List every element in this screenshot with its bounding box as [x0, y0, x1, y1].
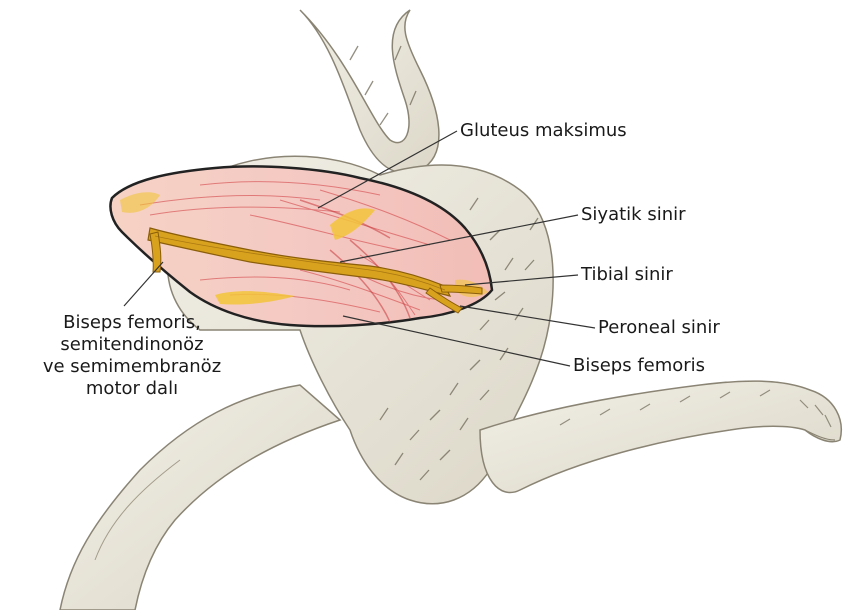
label-gluteus-maksimus: Gluteus maksimus [460, 120, 627, 142]
label-motor-line-4: motor dalı [12, 378, 252, 400]
label-motor-line-3: ve semimembranöz [12, 356, 252, 378]
tail-shape [300, 10, 439, 173]
label-motor-line-1: Biseps femoris, [12, 312, 252, 334]
label-motor-line-2: semitendinonöz [12, 334, 252, 356]
label-tibial-sinir: Tibial sinir [581, 264, 673, 286]
hind-leg-shape [480, 381, 841, 492]
leader-motor [124, 262, 163, 306]
label-biseps-femoris: Biseps femoris [573, 355, 705, 377]
lower-limb-shape [60, 385, 340, 610]
label-motor-branch: Biseps femoris, semitendinonöz ve semime… [12, 312, 252, 400]
label-siyatik-sinir: Siyatik sinir [581, 204, 686, 226]
label-peroneal-sinir: Peroneal sinir [598, 317, 720, 339]
